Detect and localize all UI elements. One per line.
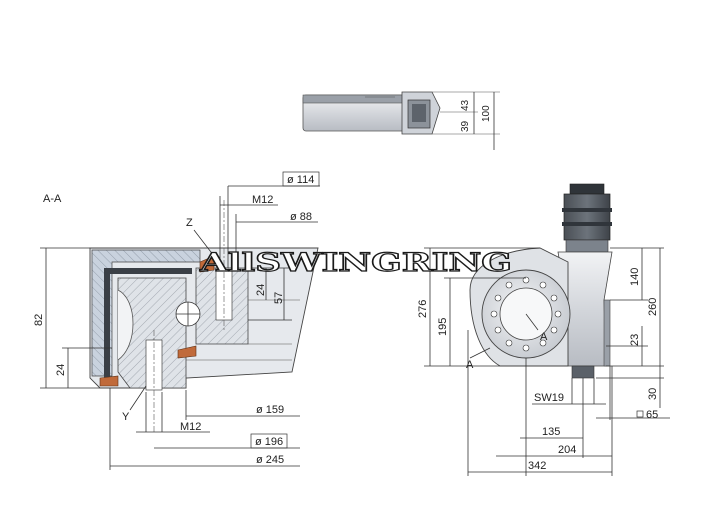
dim-342: 342 bbox=[528, 460, 546, 472]
label-a-left: A bbox=[466, 359, 474, 371]
dim-d88: ø 88 bbox=[290, 211, 312, 223]
bolt-holes bbox=[490, 276, 562, 352]
dim-m12-bottom: M12 bbox=[180, 421, 201, 433]
dim-23: 23 bbox=[629, 334, 641, 346]
dim-sw19: SW19 bbox=[534, 392, 564, 404]
dim-d159: ø 159 bbox=[256, 404, 284, 416]
dim-30: 30 bbox=[647, 388, 659, 400]
dim-d114-box bbox=[282, 171, 320, 187]
dim-57: 57 bbox=[273, 292, 285, 304]
dim-d114: ø 114 bbox=[287, 174, 314, 186]
dim-276: 276 bbox=[417, 300, 429, 318]
dim-sq65: 65 bbox=[646, 409, 658, 421]
section-label: A-A bbox=[43, 193, 62, 205]
dim-260: 260 bbox=[647, 298, 659, 316]
dim-140: 140 bbox=[629, 268, 641, 286]
motor-body bbox=[563, 193, 611, 241]
label-y: Y bbox=[122, 411, 130, 423]
top-view: 43 100 39 bbox=[302, 91, 500, 150]
dim-195: 195 bbox=[437, 318, 449, 336]
side-view: A 276 195 A 140 260 23 30 SW19 bbox=[417, 183, 670, 476]
seal-bottom bbox=[177, 345, 197, 359]
dim-m12-top: M12 bbox=[252, 194, 273, 206]
bottom-fitting bbox=[571, 365, 595, 379]
dim-d196-box bbox=[250, 433, 288, 449]
dim-204: 204 bbox=[558, 444, 576, 456]
dim-24-left: 24 bbox=[55, 364, 67, 376]
top-dim-100: 100 bbox=[481, 105, 492, 122]
label-a-center: A bbox=[540, 331, 548, 343]
watermark: AllSWINGRING bbox=[199, 248, 512, 277]
dim-d196: ø 196 bbox=[255, 436, 283, 448]
label-z: Z bbox=[186, 217, 193, 229]
square-symbol bbox=[636, 410, 644, 418]
top-dim-43: 43 bbox=[460, 99, 471, 111]
dim-135: 135 bbox=[542, 426, 560, 438]
dim-24-right: 24 bbox=[255, 284, 267, 296]
seal-top bbox=[199, 255, 215, 273]
dim-82: 82 bbox=[33, 314, 45, 326]
dim-d245: ø 245 bbox=[256, 454, 284, 466]
top-dim-39: 39 bbox=[460, 120, 471, 132]
motor-cap bbox=[569, 183, 605, 195]
seal-left bbox=[99, 375, 119, 387]
section-view: ø 114 M12 ø 88 Z 24 57 82 24 Y M12 ø 159 bbox=[33, 171, 320, 470]
